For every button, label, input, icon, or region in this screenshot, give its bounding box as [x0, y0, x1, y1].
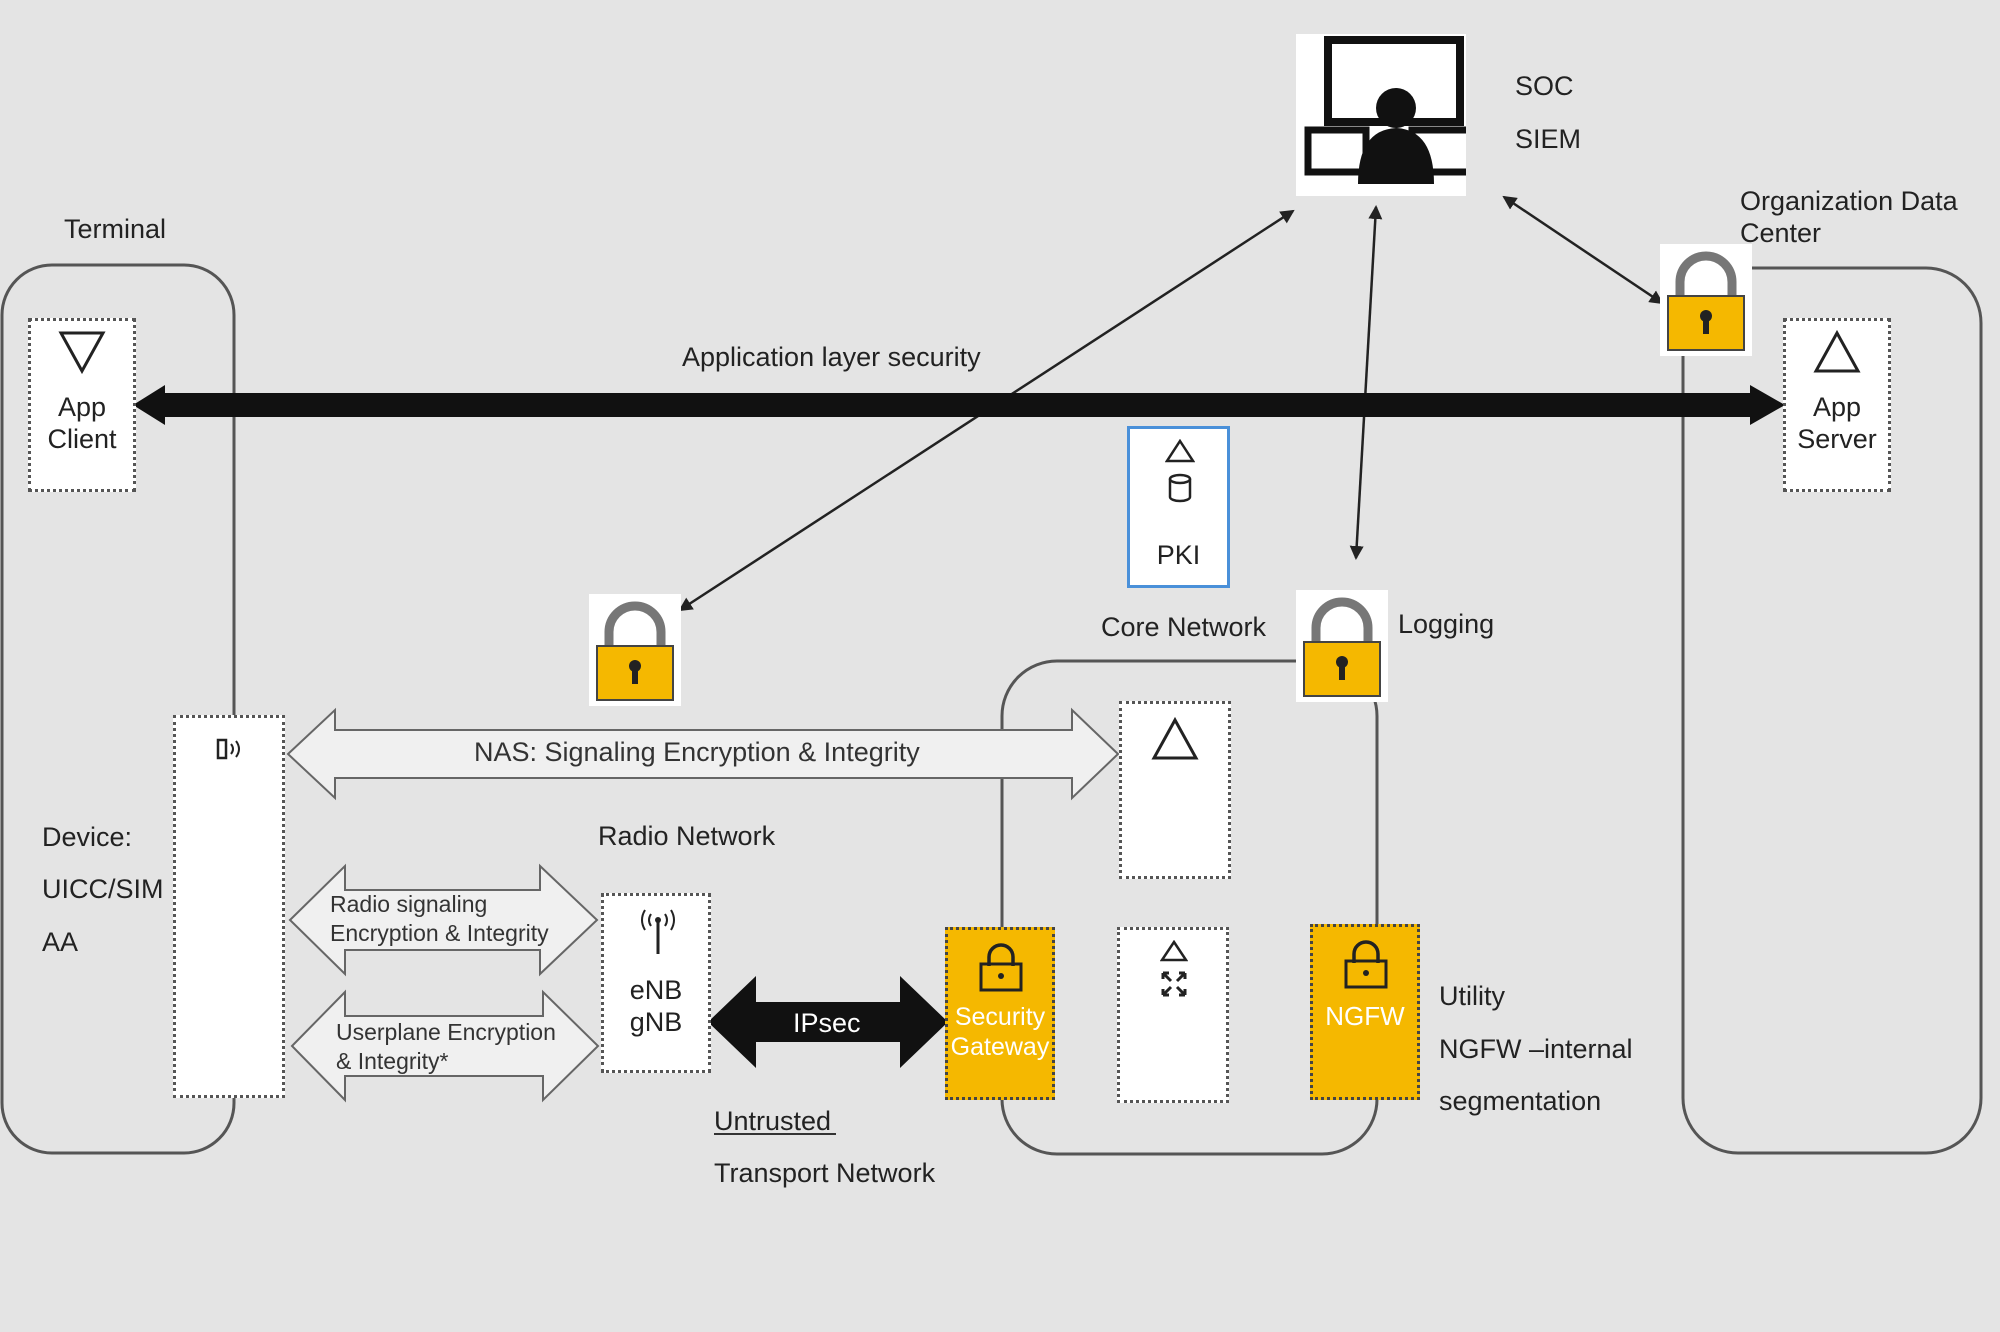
userplane-label: Userplane Encryption & Integrity* [336, 1018, 556, 1076]
security-gateway-line1: Security [954, 1003, 1046, 1031]
org-data-center-label: Organization Data Center [1740, 185, 1958, 250]
application-layer-label: Application layer security [682, 342, 981, 372]
app-client-label: App Client [31, 391, 133, 456]
enb-gnb-label: eNB gNB [604, 974, 708, 1039]
soc-label: SOC [1515, 71, 1574, 101]
triangle-icon [1813, 329, 1861, 373]
pki-triangle-icon [1165, 439, 1195, 463]
terminal-outline [0, 263, 236, 1155]
enb-gnb-box: eNB gNB [601, 893, 711, 1073]
radio-network-label: Radio Network [598, 821, 776, 851]
app-server-line2: Server [1797, 424, 1877, 455]
security-gateway-line2: Gateway [950, 1033, 1050, 1061]
app-server-label: App Server [1786, 391, 1888, 456]
down-triangle-icon [58, 331, 106, 375]
ran-lock-icon [589, 594, 681, 706]
ngfw-box: NGFW [1310, 924, 1420, 1100]
app-client-box: App Client [28, 318, 136, 492]
ngfw-label: NGFW [1325, 1001, 1405, 1031]
logging-lock-icon [1296, 590, 1388, 702]
userplane-line2: & Integrity* [336, 1047, 449, 1074]
ipsec-label: IPsec [793, 1008, 861, 1038]
antenna-icon [641, 909, 675, 954]
transport-network-label: Transport Network [714, 1158, 936, 1188]
device-box [173, 715, 285, 1098]
org-data-center-line1: Organization Data [1740, 186, 1958, 216]
soc-to-datacenter-arrow [1502, 195, 1664, 305]
ngfw-internal-label: NGFW –internal [1439, 1034, 1633, 1064]
nas-arrow [286, 707, 1120, 801]
untrusted-label: Untrusted [714, 1106, 832, 1136]
gnb-label: gNB [629, 1007, 683, 1038]
database-icon [1168, 473, 1192, 503]
app-server-line1: App [1812, 392, 1862, 422]
logging-label: Logging [1398, 609, 1495, 639]
soc-to-logging-arrow [1349, 205, 1383, 560]
terminal-label: Terminal [64, 214, 167, 244]
phone-signal-icon [216, 738, 240, 760]
enb-label: eNB [629, 975, 683, 1005]
ngfw-lock-icon [1344, 940, 1388, 989]
radio-signaling-line2: Encryption & Integrity [330, 919, 549, 946]
pki-box: PKI [1127, 426, 1230, 588]
userplane-arrow [290, 989, 600, 1103]
userplane-line1: Userplane Encryption [336, 1019, 556, 1045]
ipsec-arrow [708, 976, 948, 1068]
security-gateway-box: Security Gateway [945, 927, 1055, 1100]
application-layer-arrow [133, 385, 1785, 425]
core-network-label: Core Network [1101, 612, 1267, 642]
core-triangle-icon [1151, 716, 1199, 760]
core-network-outline [1000, 659, 1379, 1156]
siem-label: SIEM [1515, 124, 1582, 154]
org-data-center-line2: Center [1740, 218, 1822, 249]
org-data-center-outline [1681, 266, 1983, 1155]
device-label: Device: [42, 822, 133, 852]
soc-monitor-icon [1296, 34, 1474, 196]
security-gateway-lock-icon [979, 943, 1023, 992]
segmentation-label: segmentation [1439, 1086, 1602, 1116]
datacenter-lock-icon [1660, 244, 1752, 356]
app-server-box: App Server [1783, 318, 1891, 492]
core-element-box [1119, 701, 1231, 879]
pki-label: PKI [1156, 540, 1201, 570]
radio-signaling-line1: Radio signaling [330, 891, 488, 917]
utility-label: Utility [1439, 981, 1505, 1011]
uicc-sim-label: UICC/SIM [42, 874, 164, 904]
nas-label: NAS: Signaling Encryption & Integrity [474, 737, 920, 767]
app-client-line1: App [57, 392, 107, 422]
expand-arrows-icon [1161, 971, 1187, 997]
app-client-line2: Client [47, 424, 117, 455]
radio-signaling-arrow [288, 863, 599, 977]
aa-label: AA [42, 927, 79, 957]
utility-triangle-icon [1160, 940, 1188, 962]
security-gateway-label: Security Gateway [948, 1002, 1052, 1062]
utility-element-box [1117, 927, 1229, 1103]
radio-signaling-label: Radio signaling Encryption & Integrity [330, 890, 549, 948]
